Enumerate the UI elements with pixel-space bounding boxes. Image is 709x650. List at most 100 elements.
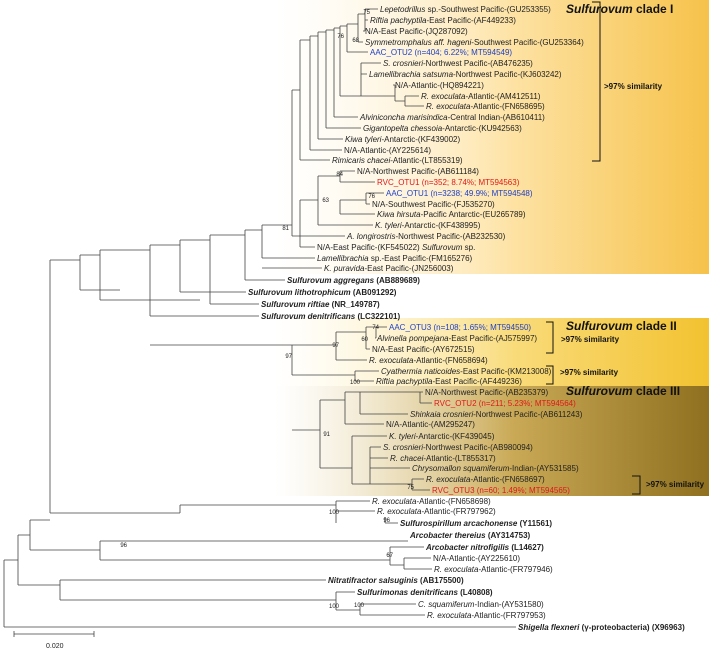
- sim1-label: >97% similarity: [604, 82, 663, 91]
- leaf-label-part: (AY314753): [486, 531, 531, 540]
- tree-edges: [3, 8, 516, 628]
- leaf-label-part: -Northwest Pacific-(KJ603242): [453, 70, 562, 79]
- leaf-label-part: Cyathermia naticoides: [381, 367, 460, 376]
- leaf-label: K. tyleri-Antarctic-(KF438995): [375, 221, 481, 230]
- leaf-label-part: -Atlantic-(FN658697): [470, 475, 545, 484]
- clade1-title: Sulfurovum clade I: [566, 2, 673, 16]
- leaf-label-part: -Antarctic-(KF439045): [416, 432, 495, 441]
- leaf-label: N/A-Southwest Pacific-(FJ535270): [372, 200, 495, 209]
- leaf-label: R. exoculata-Atlantic-(FR797953): [427, 611, 546, 620]
- leaf-label: Kiwa hirsuta-Pacific Antarctic-(EU265789…: [377, 210, 526, 219]
- leaf-label: Sulfurovum denitrificans (LC322101): [261, 312, 400, 321]
- leaf-label-part: K. tyleri: [389, 432, 416, 441]
- clade2-bracket-b: [546, 365, 554, 385]
- leaf-label: RVC_OTU1 (n=352; 8.74%; MT594563): [377, 178, 520, 187]
- leaf-label-part: Arcobacter thereius: [409, 531, 486, 540]
- leaf-label-part: C. squamiferum: [418, 600, 475, 609]
- leaf-label-part: R. exoculata: [421, 92, 466, 101]
- leaf-label-part: Rimicaris chacei: [332, 156, 390, 165]
- leaf-label: N/A-Atlantic-(HQ894221): [395, 81, 484, 90]
- leaf-label-part: Kiwa tyleri: [345, 135, 382, 144]
- clade2-title: Sulfurovum clade II: [566, 319, 677, 333]
- leaf-label-part: R. exoculata: [426, 102, 471, 111]
- leaf-label: R. chacei-Atlantic-(LT855317): [390, 454, 496, 463]
- leaf-label-part: K. tyleri: [375, 221, 402, 230]
- leaf-label-part: Sulfurovum: [422, 243, 463, 252]
- leaf-label-part: Sulfurovum lithotrophicum: [248, 288, 351, 297]
- leaf-label-part: A. longirostris: [346, 232, 395, 241]
- leaf-label-part: AAC_OTU1 (n=3238; 49.9%; MT594548): [386, 189, 533, 198]
- leaf-label-part: -East Pacific-(JN256003): [364, 264, 453, 273]
- leaf-label: AAC_OTU2 (n=404; 6.22%; MT594549): [370, 48, 512, 57]
- bootstrap-value: 67: [386, 553, 393, 559]
- clade-suffix: clade I: [633, 2, 674, 16]
- leaf-label-part: N/A-East Pacific-(AY672515): [372, 345, 475, 354]
- leaf-label-part: Sulfurospirillum arcachonense: [400, 519, 518, 528]
- leaf-label-part: N/A-Atlantic-(HQ894221): [395, 81, 484, 90]
- leaf-label-part: (LC322101): [355, 312, 400, 321]
- leaf-label-part: Alviniconcha marisindica: [359, 113, 448, 122]
- leaf-label-part: R. exoculata: [377, 507, 422, 516]
- leaf-label-part: -Atlantic-(FN658695): [470, 102, 545, 111]
- leaf-label-part: sp.-East Pacific-(FM165276): [369, 254, 473, 263]
- bootstrap-value: 100: [329, 510, 340, 516]
- leaf-label: N/A-East Pacific-(AY672515): [372, 345, 475, 354]
- leaf-label-part: N/A-Atlantic-(AM295247): [386, 420, 475, 429]
- leaf-label-part: -East Pacific-(AF449236): [432, 377, 522, 386]
- leaf-label-part: (Y11561): [517, 519, 552, 528]
- leaf-label: R. exoculata-Atlantic-(FN658697): [426, 475, 545, 484]
- leaf-label: N/A-East Pacific-(JQ287092): [365, 27, 468, 36]
- leaf-label: N/A-East Pacific-(KF545022) Sulfurovum s…: [317, 243, 475, 252]
- leaf-label-part: (AB175500): [418, 576, 464, 585]
- leaf-label-part: -East Pacific-(KM213008): [460, 367, 551, 376]
- leaf-label-part: -Pacific Antarctic-(EU265789): [421, 210, 526, 219]
- leaf-label: C. squamiferum-Indian-(AY531580): [418, 600, 544, 609]
- leaf-label: RVC_OTU2 (n=211; 5.23%; MT594564): [434, 399, 576, 408]
- leaf-label-part: -Atlantic-(FR797946): [478, 565, 553, 574]
- leaf-label-part: -East Pacific-(AJ575997): [449, 334, 538, 343]
- leaf-label-part: (L40808): [458, 588, 493, 597]
- bootstrap-value: 84: [336, 172, 343, 178]
- similarity-labels: >97% similarity >97% similarity >97% simil…: [560, 82, 705, 489]
- leaf-label-part: Sulfurimonas denitrificans: [357, 588, 458, 597]
- leaf-label-part: Lamellibrachia: [317, 254, 369, 263]
- leaf-label-part: -Antarctic-(KU942563): [442, 124, 522, 133]
- bootstrap-value: 91: [323, 432, 330, 438]
- bootstrap-value: 96: [383, 518, 390, 524]
- leaf-label: K. puravida-East Pacific-(JN256003): [324, 264, 454, 273]
- leaf-label: Cyathermia naticoides-East Pacific-(KM21…: [381, 367, 552, 376]
- leaf-label-part: -Indian-(AY531580): [474, 600, 544, 609]
- leaf-label-part: Chrysomallon squamiferum: [412, 464, 510, 473]
- leaf-label-part: -Southwest Pacific-(GU253364): [471, 38, 584, 47]
- sim2-label: >97% similarity: [561, 335, 620, 344]
- leaf-label-part: -Antarctic-(KF439002): [381, 135, 460, 144]
- leaf-label-part: N/A-Atlantic-(AY225614): [344, 146, 431, 155]
- clade2-bracket-a: [546, 321, 554, 354]
- leaf-label-part: Alvinella pompejana: [376, 334, 449, 343]
- leaf-label-part: -Atlantic-(FR797962): [421, 507, 496, 516]
- clade-titles: Sulfurovum clade I Sulfurovum clade II Sul…: [566, 2, 680, 398]
- leaf-label: N/A-Atlantic-(AY225614): [344, 146, 431, 155]
- leaf-label-part: AAC_OTU2 (n=404; 6.22%; MT594549): [370, 48, 512, 57]
- leaf-label: Riftia pachyptila-East Pacific-(AF449233…: [370, 16, 516, 25]
- leaf-label-part: R. exoculata: [434, 565, 479, 574]
- leaf-label-part: S. crosnieri: [383, 443, 423, 452]
- leaf-label-part: Lepetodrillus: [380, 5, 425, 14]
- bootstrap-value: 76: [337, 34, 344, 40]
- leaf-label-part: Symmetromphalus aff. hageni: [365, 38, 471, 47]
- leaf-label: S. crosnieri-Northwest Pacific-(AB476235…: [383, 59, 533, 68]
- leaf-label: AAC_OTU3 (n=108; 1.65%; MT594550): [389, 323, 531, 332]
- leaf-label-part: -Northwest Pacific-(AB611243): [473, 410, 583, 419]
- leaf-label-part: RVC_OTU1 (n=352; 8.74%; MT594563): [377, 178, 520, 187]
- leaf-label: Arcobacter thereius (AY314753): [409, 531, 531, 540]
- leaf-label: Riftia pachyptila-East Pacific-(AF449236…: [376, 377, 522, 386]
- leaf-label: Sulfurospirillum arcachonense (Y11561): [400, 519, 552, 528]
- leaf-label-part: -Atlantic-(AM412511): [465, 92, 540, 101]
- clade3-title: Sulfurovum clade III: [566, 384, 680, 398]
- leaf-label: Nitratifractor salsuginis (AB175500): [328, 576, 464, 585]
- leaf-label: Gigantopelta chessoia-Antarctic-(KU94256…: [363, 124, 522, 133]
- leaf-label-part: -Atlantic-(FR797953): [471, 611, 546, 620]
- sim3-label: >97% similarity: [560, 368, 619, 377]
- leaf-label-part: -Atlantic-(FN658694): [413, 356, 488, 365]
